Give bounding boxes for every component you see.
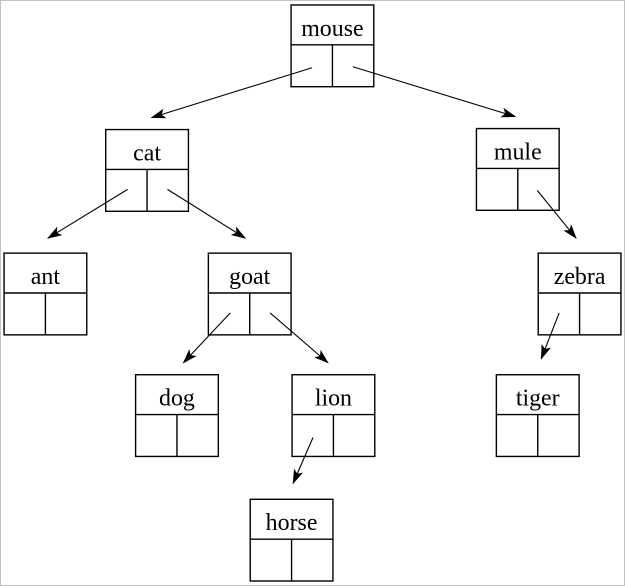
node-lion: lion	[291, 374, 376, 458]
node-label-cat: cat	[133, 140, 161, 166]
edge-mouse-left-to-cat	[150, 67, 313, 119]
node-label-lion: lion	[315, 386, 352, 412]
node-zebra: zebra	[537, 252, 622, 336]
edge-cat-left-to-ant	[47, 188, 128, 239]
node-label-horse: horse	[266, 510, 318, 536]
node-horse: horse	[249, 498, 334, 582]
node-label-goat: goat	[229, 264, 271, 290]
edge-cat-right-to-goat	[167, 188, 247, 239]
edge-goat-left-to-dog	[182, 312, 231, 364]
node-mule: mule	[475, 127, 560, 211]
node-cat: cat	[105, 128, 190, 212]
node-goat: goat	[207, 252, 292, 336]
node-ant: ant	[3, 252, 88, 336]
node-label-zebra: zebra	[554, 264, 606, 290]
node-label-dog: dog	[159, 386, 195, 412]
edge-mouse-right-to-mule	[352, 66, 517, 118]
node-label-tiger: tiger	[516, 386, 560, 412]
node-label-mouse: mouse	[301, 16, 363, 42]
node-mouse: mouse	[290, 4, 375, 88]
edge-goat-right-to-lion	[269, 312, 329, 364]
node-tiger: tiger	[495, 374, 580, 458]
edge-lion-left-to-horse	[292, 437, 314, 485]
node-label-ant: ant	[31, 264, 61, 290]
edge-mule-right-to-zebra	[536, 190, 577, 239]
node-label-mule: mule	[494, 139, 542, 165]
node-dog: dog	[134, 374, 220, 458]
edge-zebra-left-to-tiger	[540, 312, 560, 360]
